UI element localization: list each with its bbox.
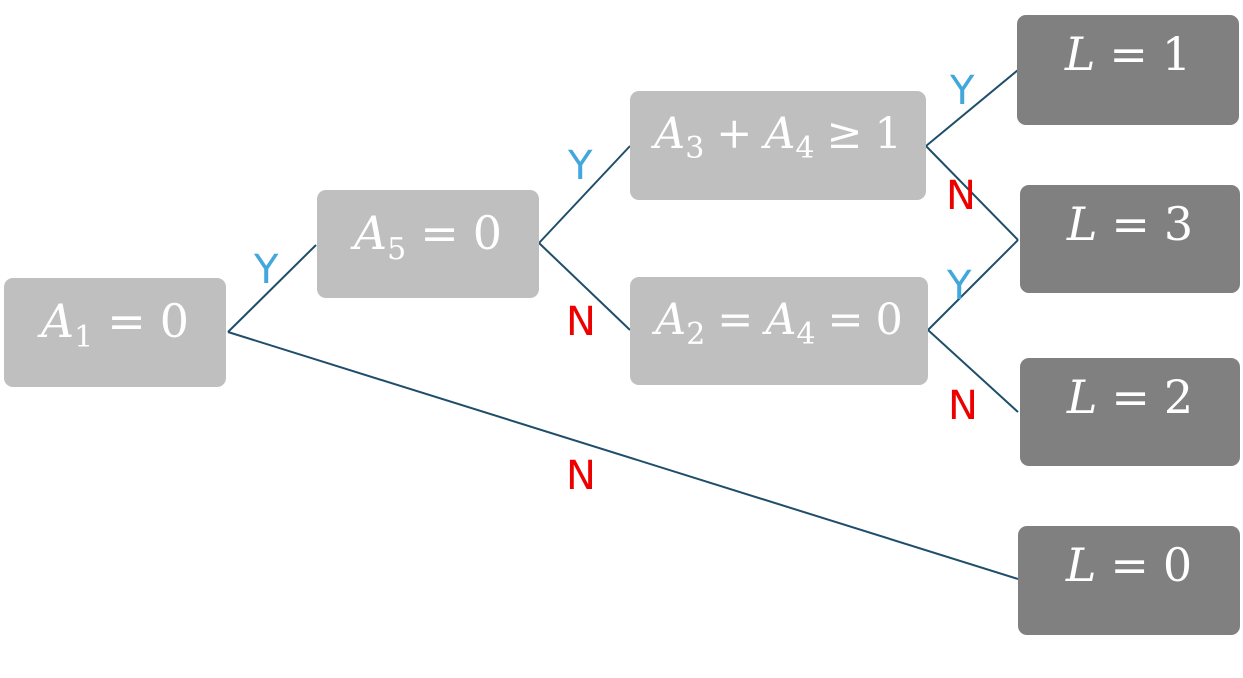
edge-a5-a2a4 [538, 242, 631, 331]
node-a5-equals-0: A5=0 [317, 190, 539, 298]
node-a5-label: A5=0 [353, 206, 503, 267]
leaf-l-equals-0: L=0 [1018, 526, 1240, 635]
leaf-l-equals-2: L=2 [1020, 358, 1240, 466]
leaf-l-equals-1: L=1 [1017, 15, 1239, 125]
node-a1-equals-0: A1=0 [4, 278, 226, 387]
leaf-l2-label: L=2 [1066, 370, 1194, 424]
node-a2a4-label: A2=A4=0 [655, 295, 903, 352]
edge-label-a2a4-l3-yes: Y [947, 263, 972, 309]
leaf-l0-label: L=0 [1065, 538, 1193, 592]
edge-a1-a5 [227, 244, 317, 333]
node-a3-plus-a4-geq-1: A3+A4≥1 [630, 91, 926, 200]
edge-label-a1-a5-yes: Y [254, 247, 279, 293]
edge-a2a4-l3 [927, 239, 1019, 331]
edge-label-a2a4-l2-no: N [948, 383, 978, 429]
edge-a3a4-l3 [925, 145, 1019, 241]
edge-label-a3a4-l1-yes: Y [950, 68, 975, 114]
edge-a5-a3a4 [538, 145, 631, 244]
edge-a2a4-l2 [927, 329, 1019, 413]
edge-label-a3a4-l3-no: N [946, 173, 976, 219]
edge-a1-l0 [227, 331, 1019, 580]
edge-label-a1-l0-no: N [566, 453, 596, 499]
leaf-l3-label: L=3 [1066, 197, 1194, 251]
edge-label-a5-a3a4-yes: Y [568, 143, 593, 189]
leaf-l-equals-3: L=3 [1020, 185, 1240, 293]
edge-a3a4-l1 [925, 69, 1019, 147]
node-a2-equals-a4-equals-0: A2=A4=0 [630, 277, 928, 385]
edge-label-a5-a2a4-no: N [566, 299, 596, 345]
node-a3a4-label: A3+A4≥1 [654, 109, 902, 166]
node-a1-label: A1=0 [40, 294, 190, 355]
leaf-l1-label: L=1 [1064, 27, 1192, 81]
